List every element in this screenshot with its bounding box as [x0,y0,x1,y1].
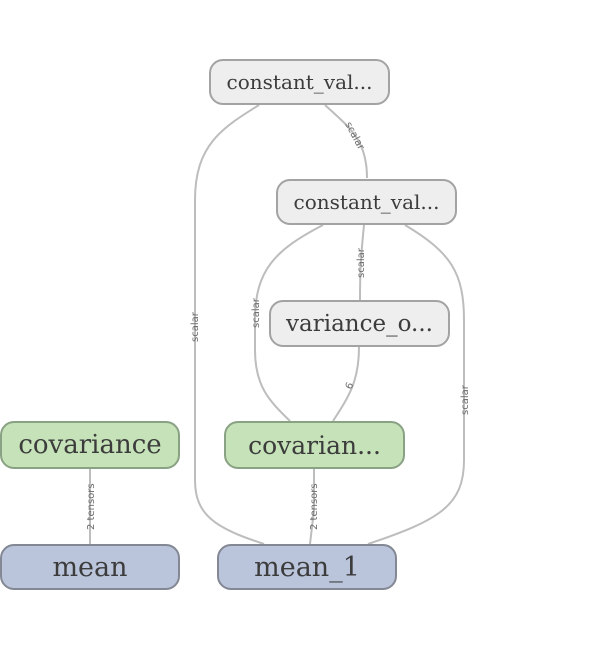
edge-label-constant2-to-mean1: scalar [460,384,471,415]
edge-constant2-to-covariance [254,224,324,422]
edge-label-constant2-to-variance: scalar [356,247,367,278]
node-mean-1[interactable]: mean_1 [217,544,397,590]
node-constant-val-1[interactable]: constant_val... [209,59,390,105]
edge-label-covariance-right-to-mean1: 2 tensors [309,483,320,530]
node-covariance[interactable]: covariance [0,421,180,469]
node-covariance-2[interactable]: covarian... [224,421,405,469]
edge-label-constant2-to-covariance: scalar [251,297,262,328]
node-label: constant_val... [226,70,373,94]
edge-constant2-to-variance [359,224,365,301]
node-constant-val-2[interactable]: constant_val... [276,179,457,225]
node-mean[interactable]: mean [0,544,180,590]
edge-label-constant1-to-mean1: scalar [190,311,201,342]
edge-label-constant1-to-constant2: scalar [342,120,366,152]
node-variance[interactable]: variance_o... [269,300,450,347]
edge-covariance-right-to-mean1 [309,469,315,545]
edge-variance-to-covariance [332,346,360,422]
edge-constant1-to-constant2 [324,104,368,179]
edge-constant2-to-mean1 [367,224,465,545]
node-label: variance_o... [286,310,433,337]
edge-label-covariance-to-mean: 2 tensors [86,483,97,530]
node-label: covariance [18,430,162,460]
node-label: covarian... [248,430,381,460]
edge-constant1-to-mean1 [194,104,265,545]
edge-label-variance-to-covariance: 6 [344,381,357,391]
node-label: mean [52,551,128,583]
node-label: mean_1 [254,551,360,583]
node-label: constant_val... [293,190,440,214]
